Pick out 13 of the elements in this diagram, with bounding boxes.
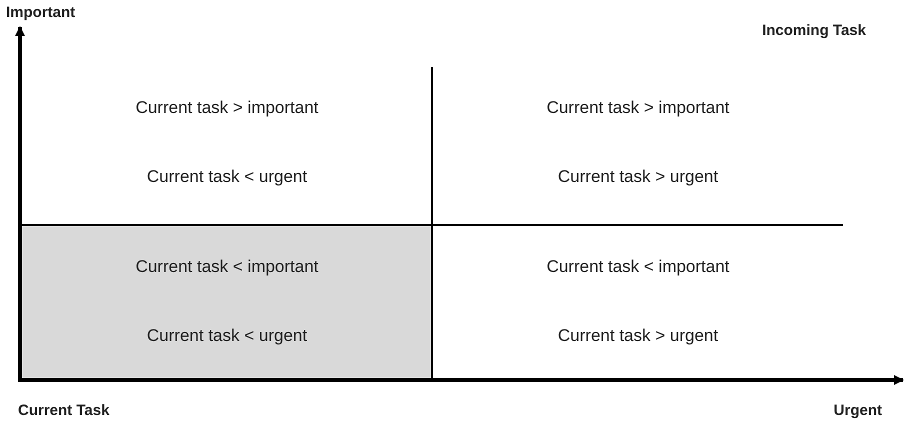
axis-label: Important <box>6 4 76 22</box>
condition-text: Current task < urgent <box>146 167 308 187</box>
condition-text: Current task > urgent <box>558 167 718 187</box>
condition-text: Current task < urgent <box>146 326 308 346</box>
axis-label: Incoming Task <box>762 22 866 40</box>
condition-text: Current task < important <box>136 257 318 277</box>
condition-text: Current task > important <box>136 98 318 118</box>
shaded-quadrant <box>22 226 432 379</box>
condition-text: Current task > urgent <box>558 326 718 346</box>
condition-text: Current task > important <box>546 98 730 118</box>
axis-label: Current Task <box>18 402 110 420</box>
axis-label: Urgent <box>834 402 882 420</box>
condition-text: Current task < important <box>546 257 730 277</box>
